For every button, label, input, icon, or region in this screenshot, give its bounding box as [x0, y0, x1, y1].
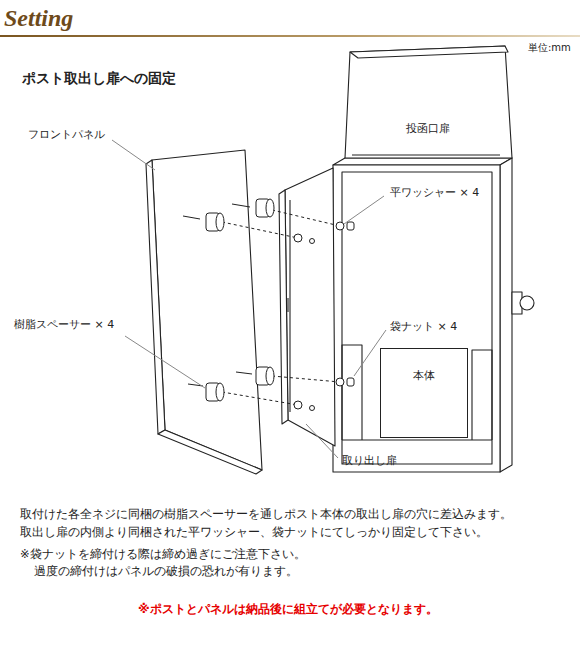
door-latch [287, 298, 288, 312]
guide-line [272, 210, 340, 226]
leader-line [344, 196, 384, 224]
washer [310, 406, 315, 411]
part-label: 平ワッシャー × 4 [390, 186, 479, 199]
header-rule [0, 35, 580, 37]
cap-nut [347, 222, 354, 230]
body-side [500, 158, 512, 472]
screw [236, 372, 252, 374]
lid [345, 46, 512, 158]
part-label: 袋ナット × 4 [390, 320, 457, 333]
spacer [206, 213, 224, 231]
slot-line [352, 154, 500, 155]
section-heading: ポスト取出し扉への固定 [22, 70, 176, 87]
leader-line [125, 336, 205, 388]
screw [232, 204, 250, 207]
door-hole [294, 401, 302, 409]
instruction-text: 取出し扉の内側より同梱された平ワッシャー、袋ナットにてしっかり固定して下さい。 [20, 526, 488, 540]
leader-line [306, 424, 338, 458]
body-compartment: 本体 [380, 348, 468, 438]
part-label: フロントパネル [28, 128, 105, 141]
front-panel-edge [158, 430, 262, 474]
spacer [206, 383, 224, 401]
body-inner [342, 172, 492, 464]
spacer [256, 367, 274, 385]
guide-line [222, 222, 298, 238]
washer [336, 222, 344, 230]
leader-line [112, 140, 155, 170]
guide-line [272, 376, 340, 382]
body-front [333, 165, 500, 472]
cap-nut [347, 378, 354, 386]
knob [520, 296, 534, 310]
guide-line [222, 392, 298, 405]
page-title: Setting [4, 4, 73, 33]
door-inner [289, 200, 290, 412]
lid-area: 投函口扉 [362, 70, 494, 141]
front-panel [152, 150, 262, 470]
part-label: 投函口扉 [362, 122, 494, 135]
unit-note: 単位:mm [528, 42, 571, 54]
screw [183, 216, 200, 219]
body-top [333, 158, 512, 165]
caution-note: 過度の締付けはパネルの破損の恐れが有ります。 [34, 565, 298, 579]
door [285, 168, 335, 446]
part-label: 取り出し扉 [342, 454, 397, 467]
compartment-floor [342, 439, 492, 440]
caution-note: ※袋ナットを締付ける際は締め過ぎにご注意下さい。 [20, 548, 306, 562]
door-hole [294, 234, 302, 242]
spacer [256, 199, 274, 217]
instruction-text: 取付けた各全ネジに同梱の樹脂スペーサーを通しポスト本体の取出し扉の穴に差込みます… [20, 508, 512, 522]
washer [310, 239, 315, 244]
door-edge [279, 190, 288, 424]
part-label: 本体 [381, 369, 467, 382]
leader-line [354, 330, 386, 376]
compartment-left [342, 345, 362, 440]
assembly-note: ※ポストとパネルは納品後に組立てが必要となります。 [138, 602, 438, 616]
lid-edge [350, 46, 508, 58]
washer [336, 378, 344, 386]
compartment-right [472, 350, 492, 440]
part-label: 樹脂スペーサー × 4 [14, 318, 114, 331]
front-panel-edge [146, 160, 165, 434]
